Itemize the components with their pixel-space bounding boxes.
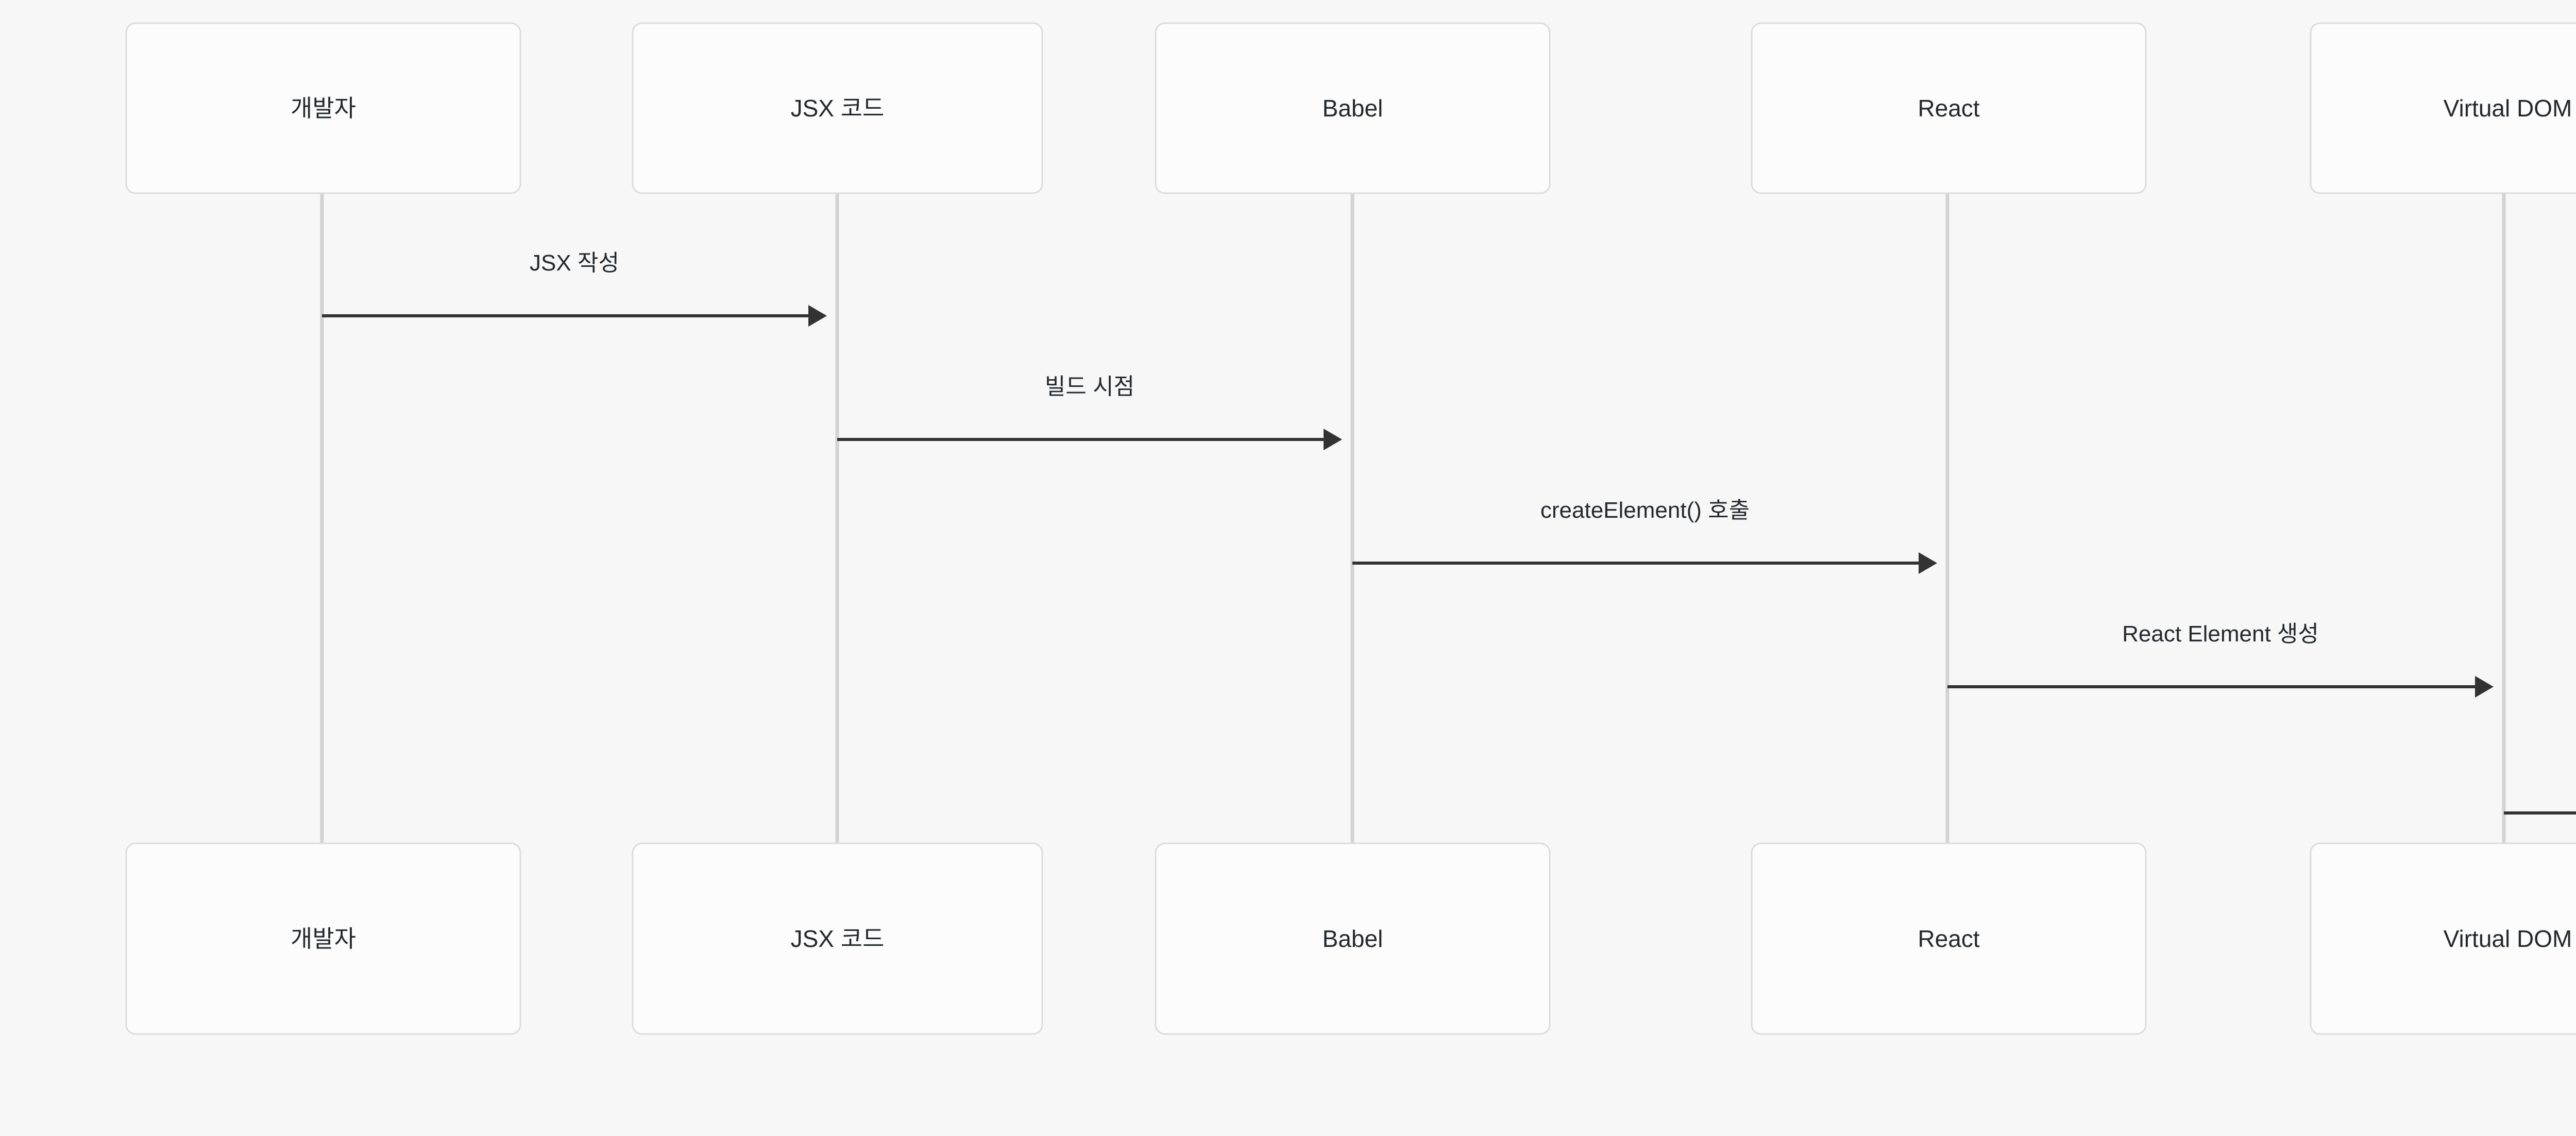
participant-label-top-virtual-dom: Virtual DOM [2444, 95, 2572, 122]
participant-label-top-jsx-code: JSX 코드 [791, 95, 885, 122]
participant-label-bottom-virtual-dom: Virtual DOM [2444, 925, 2572, 952]
arrowhead-icon-3 [1919, 552, 1937, 574]
message-5-virtual-dom-to-real-dom[interactable]: 변경사항 반영 [2504, 748, 2576, 824]
lifelines-group [320, 193, 2506, 861]
arrowhead-icon-4 [2475, 676, 2494, 698]
arrowhead-icon-2 [1324, 429, 1342, 450]
participant-box-bottom-jsx-code[interactable] [632, 842, 1043, 1035]
participant-label-bottom-jsx-code: JSX 코드 [791, 925, 885, 952]
participant-box-bottom-react[interactable] [1751, 842, 2147, 1035]
participant-box-bottom-virtual-dom[interactable] [2310, 842, 2576, 1035]
participant-box-top-jsx-code[interactable] [632, 22, 1043, 194]
participant-label-top-babel: Babel [1323, 95, 1383, 122]
participant-label-bottom-developer: 개발자 [291, 925, 356, 952]
participant-box-top-react[interactable] [1751, 22, 2147, 194]
participant-box-top-virtual-dom[interactable] [2310, 22, 2576, 194]
participant-label-bottom-react: React [1918, 925, 1979, 952]
message-label-2: 빌드 시점 [1045, 374, 1134, 399]
participant-label-top-developer: 개발자 [291, 95, 356, 122]
message-label-4: React Element 생성 [2122, 621, 2319, 647]
message-label-1: JSX 작성 [530, 250, 619, 276]
arrowhead-icon-1 [808, 305, 827, 327]
message-4-react-to-virtual-dom[interactable]: React Element 생성 [1947, 621, 2494, 698]
participant-box-top-developer[interactable] [125, 22, 521, 194]
participant-box-top-babel[interactable] [1155, 22, 1551, 194]
participant-box-bottom-babel[interactable] [1155, 842, 1551, 1035]
participant-box-bottom-developer[interactable] [125, 842, 521, 1035]
message-2-jsx-code-to-babel[interactable]: 빌드 시점 [837, 374, 1342, 450]
message-3-babel-to-react[interactable]: createElement() 호출 [1352, 498, 1937, 574]
participant-label-bottom-babel: Babel [1323, 925, 1383, 952]
message-1-developer-to-jsx-code[interactable]: JSX 작성 [322, 250, 827, 327]
message-label-3: createElement() 호출 [1540, 498, 1750, 523]
participant-label-top-react: React [1918, 95, 1979, 122]
